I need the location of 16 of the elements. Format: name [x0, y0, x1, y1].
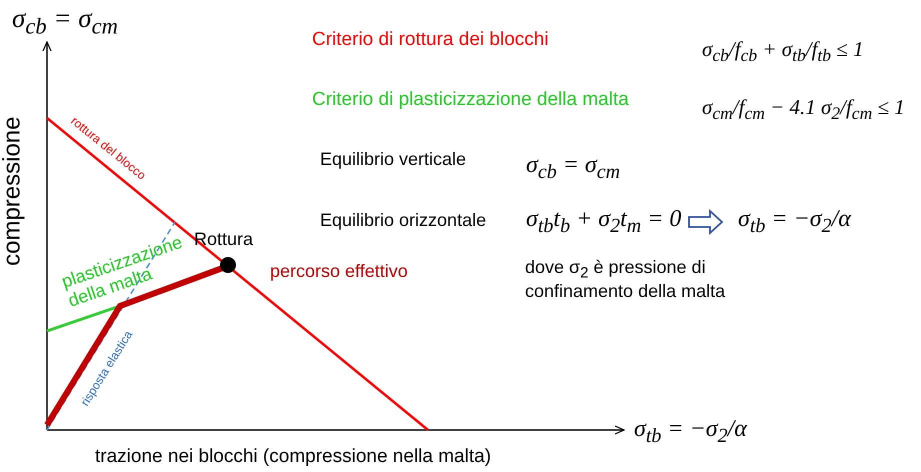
axis-label: compressione	[0, 116, 26, 266]
equation-title: Equilibrio verticale	[320, 150, 466, 170]
line-label: percorso effettivo	[270, 262, 408, 282]
axis-label: trazione nei blocchi (compressione nella malta)	[95, 447, 492, 468]
formula: σ$_{tb}$t$_{b}$ + σ$_{2}$t$_{m}$ = 0	[526, 206, 682, 237]
point-label: Rottura	[194, 230, 254, 250]
axis-formula: σ$_{cb}$ = σ$_{cm}$	[12, 4, 118, 40]
formula: σ$_{tb}$ = −σ$_{2}$/α	[738, 206, 851, 237]
formula: σ$_{cb}$/f$_{cb}$ + σ$_{tb}$/f$_{tb}$ ≤ 1	[702, 38, 864, 66]
criterion-title: Criterio di plasticizzazione della malta	[312, 90, 629, 111]
equation-title: Equilibrio orizzontale	[320, 211, 486, 231]
criterion-title: Criterio di rottura dei blocchi	[312, 30, 549, 51]
formula: σ$_{cb}$ = σ$_{cm}$	[526, 152, 620, 183]
axis-formula: σ$_{tb}$ = −σ$_{2}$/α	[634, 416, 747, 447]
note-text: dove σ$_{2}$ è pressione di confinamento della malta	[525, 258, 726, 302]
formula: σ$_{cm}$/f$_{cm}$ − 4.1 σ$_{2}$/f$_{cm}$ ≤ 1	[702, 96, 905, 124]
